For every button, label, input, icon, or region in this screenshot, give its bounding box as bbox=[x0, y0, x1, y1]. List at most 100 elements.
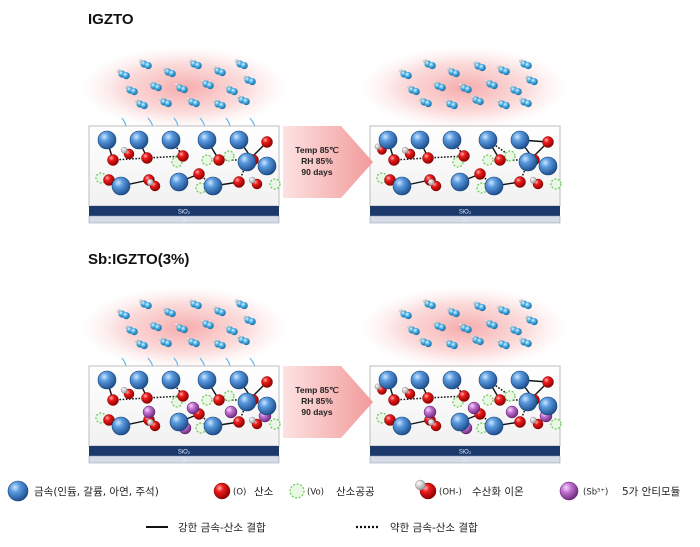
water-molecule bbox=[432, 81, 446, 92]
oxygen-atom bbox=[458, 150, 470, 162]
water-molecule bbox=[242, 75, 256, 86]
metal-atom bbox=[410, 130, 430, 150]
water-molecule bbox=[124, 85, 138, 96]
antimony-atom bbox=[423, 405, 437, 419]
oxygen-atom bbox=[193, 168, 205, 180]
metal-atom bbox=[378, 370, 398, 390]
water-molecule bbox=[124, 325, 138, 336]
oxygen-atom bbox=[141, 152, 153, 164]
antimony-atom bbox=[505, 405, 519, 419]
metal-atom bbox=[510, 370, 530, 390]
metal-atom bbox=[442, 370, 462, 390]
metal-atom bbox=[161, 370, 181, 390]
water-molecule bbox=[496, 339, 510, 350]
metal-atom bbox=[169, 412, 189, 432]
legend: 금속(인듐, 갈륨, 아연, 주석)(O)산소(Vo)산소공공(OH-)수산화 … bbox=[7, 479, 681, 534]
condition-temp: Temp 85℃ bbox=[295, 145, 339, 155]
water-molecule bbox=[496, 305, 510, 316]
legend-weak-bond-label: 약한 금속-산소 결합 bbox=[390, 522, 478, 534]
oxygen-vacancy bbox=[201, 154, 213, 166]
water-molecule bbox=[212, 339, 226, 350]
water-molecule bbox=[236, 95, 250, 106]
water-molecule bbox=[518, 97, 532, 108]
water-molecule bbox=[446, 67, 460, 78]
legend-antimony-symbol: (Sb⁵⁺) bbox=[583, 488, 608, 498]
water-molecule bbox=[496, 65, 510, 76]
water-molecule bbox=[224, 85, 238, 96]
oxygen-atom bbox=[141, 392, 153, 404]
water-molecule bbox=[138, 59, 152, 70]
condition-arrow: Temp 85℃RH 85%90 days bbox=[283, 366, 373, 438]
metal-atom bbox=[229, 370, 249, 390]
oxygen-vacancy bbox=[504, 390, 516, 402]
weak-bond bbox=[146, 155, 184, 159]
hydroxide-ion bbox=[248, 416, 263, 430]
oxygen-vacancy bbox=[550, 178, 562, 190]
oxygen-atom bbox=[542, 376, 554, 388]
water-molecule bbox=[422, 299, 436, 310]
water-molecule bbox=[508, 85, 522, 96]
antimony-atom bbox=[467, 401, 481, 415]
oxygen-atom bbox=[474, 168, 486, 180]
hydroxide-ion bbox=[529, 176, 544, 190]
si-label: Si bbox=[181, 458, 186, 464]
metal-atom bbox=[169, 172, 189, 192]
water-molecule bbox=[224, 325, 238, 336]
metal-atom bbox=[237, 152, 257, 172]
water-molecule bbox=[174, 83, 188, 94]
condition-temp: Temp 85℃ bbox=[295, 385, 339, 395]
section-title: IGZTO bbox=[88, 11, 134, 28]
water-molecule bbox=[406, 325, 420, 336]
condition-arrow: Temp 85℃RH 85%90 days bbox=[283, 126, 373, 198]
hydroxide-ion bbox=[427, 178, 442, 192]
hydroxide-ion bbox=[120, 386, 135, 400]
metal-atom bbox=[392, 176, 412, 196]
oxygen-atom bbox=[233, 176, 245, 188]
condition-rh: RH 85% bbox=[301, 156, 333, 166]
metal-atom bbox=[97, 130, 117, 150]
water-molecule bbox=[186, 97, 200, 108]
water-molecule bbox=[134, 339, 148, 350]
water-molecule bbox=[212, 99, 226, 110]
legend-vacancy-symbol: (Vo) bbox=[307, 488, 324, 498]
water-molecule bbox=[116, 309, 130, 320]
hydroxide-ion bbox=[120, 146, 135, 160]
water-molecule bbox=[234, 299, 248, 310]
sio2-label: SiO₂ bbox=[459, 210, 472, 216]
oxygen-atom bbox=[107, 154, 119, 166]
hydroxide-ion bbox=[146, 418, 161, 432]
water-molecule bbox=[212, 66, 226, 77]
oxygen-atom bbox=[422, 152, 434, 164]
oxygen-atom bbox=[213, 482, 231, 500]
water-molecule bbox=[406, 85, 420, 96]
sio2-layer bbox=[370, 446, 560, 456]
oxygen-atom bbox=[458, 390, 470, 402]
arrow-shape bbox=[283, 126, 373, 198]
hydroxide-ion bbox=[529, 416, 544, 430]
oxygen-atom bbox=[514, 416, 526, 428]
antimony-atom bbox=[142, 405, 156, 419]
oxygen-vacancy bbox=[504, 150, 516, 162]
metal-atom bbox=[450, 172, 470, 192]
metal-atom bbox=[510, 130, 530, 150]
weak-bond bbox=[427, 395, 465, 399]
oxygen-atom bbox=[177, 150, 189, 162]
metal-atom bbox=[538, 156, 558, 176]
metal-atom bbox=[478, 130, 498, 150]
metal-atom bbox=[203, 416, 223, 436]
metal-atom bbox=[197, 130, 217, 150]
water-molecule bbox=[508, 325, 522, 336]
water-molecule bbox=[162, 307, 176, 318]
oxygen-vacancy bbox=[482, 394, 494, 406]
metal-atom bbox=[257, 156, 277, 176]
metal-atom bbox=[378, 130, 398, 150]
hydroxide-ion bbox=[401, 146, 416, 160]
metal-atom bbox=[111, 176, 131, 196]
antimony-atom bbox=[186, 401, 200, 415]
metal-atom bbox=[410, 370, 430, 390]
metal-atom bbox=[197, 370, 217, 390]
si-layer bbox=[369, 215, 561, 224]
water-molecule bbox=[446, 307, 460, 318]
si-layer bbox=[88, 455, 280, 464]
